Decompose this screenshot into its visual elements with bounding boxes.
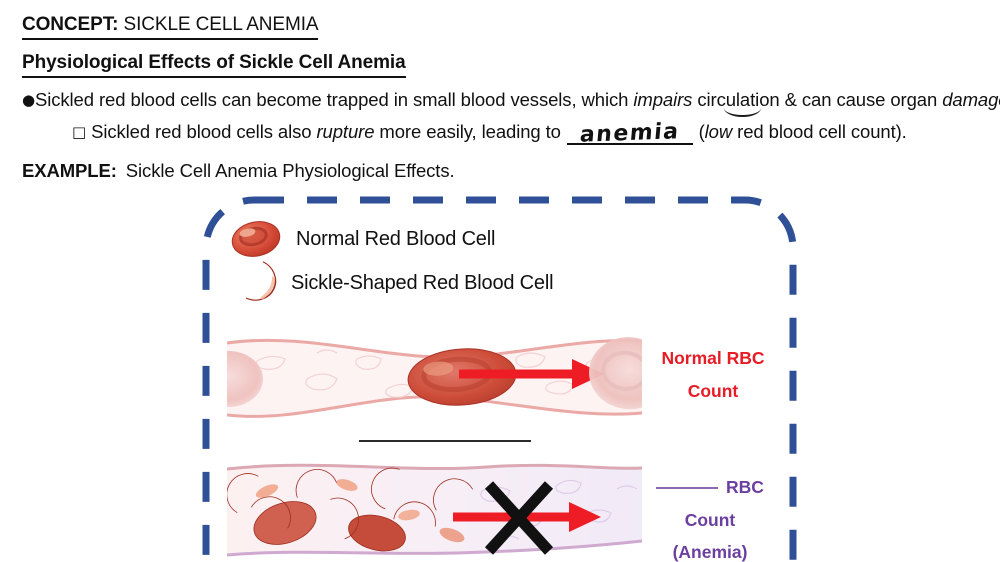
blocked-x-mark	[484, 481, 554, 555]
bullet2-text: Sickled red blood cells also	[91, 121, 317, 142]
bullet1-italic-damage: damage	[942, 89, 1000, 110]
bullet2-text2: more easily, leading to	[374, 121, 561, 142]
bullet1-text2: circ	[692, 89, 726, 110]
left-faded-cell	[227, 351, 263, 407]
bullet2-italic-rupture: rupture	[316, 121, 375, 142]
normal-rbc-icon	[231, 221, 281, 257]
bullet-impaired-circulation: ●Sickled red blood cells can become trap…	[22, 89, 1000, 117]
bullet1-italic-impairs: impairs	[633, 89, 693, 110]
legend-normal-label: Normal Red Blood Cell	[296, 228, 496, 250]
bullet2-italic-low: low	[704, 121, 733, 142]
bullet-square-marker: □	[72, 123, 87, 141]
concept-heading: CONCEPT: SICKLE CELL ANEMIA	[22, 14, 319, 40]
concept-label: CONCEPT:	[22, 14, 119, 35]
bullet-dot-marker: ●	[22, 91, 35, 109]
legend-sickle-label: Sickle-Shaped Red Blood Cell	[291, 272, 554, 294]
bullet1-curved-underline: ulati	[723, 89, 762, 117]
rbc-count-blank	[656, 486, 719, 489]
concept-title: SICKLE CELL ANEMIA	[123, 14, 319, 35]
example-label: EXAMPLE:	[22, 160, 117, 181]
answer-blank-line	[359, 440, 531, 442]
anemia-count-line1: RBC	[640, 471, 780, 504]
sickle-rbc-icon	[245, 261, 277, 301]
anemia-count-line2: Count	[684, 509, 736, 530]
bullet-rupture-anemia: □Sickled red blood cells also rupture mo…	[72, 119, 907, 148]
anemia-rbc-count-label: RBC Count (Anemia)	[640, 471, 780, 562]
example-text: Sickle Cell Anemia Physiological Effects…	[125, 160, 455, 181]
sickled-vessel-illustration	[227, 461, 642, 557]
normal-vessel-illustration	[227, 337, 642, 418]
example-heading: EXAMPLE: Sickle Cell Anemia Physiological…	[22, 160, 455, 182]
section-subtitle: Physiological Effects of Sickle Cell Ane…	[22, 52, 406, 78]
right-faded-cell	[589, 337, 642, 410]
normal-count-line1: Normal RBC	[661, 348, 765, 368]
bullet1-text3: on & can cause organ	[759, 89, 943, 110]
flow-arrow	[459, 359, 604, 389]
normal-count-line2: Count	[687, 381, 739, 401]
normal-rbc-count-label: Normal RBC Count	[648, 342, 778, 408]
anemia-count-line3: (Anemia)	[672, 542, 748, 562]
sickle-cell-cluster	[227, 461, 474, 552]
bullet2-paren: (	[698, 121, 705, 142]
handwritten-answer: anemia	[578, 119, 681, 148]
fill-in-blank: anemia	[566, 119, 693, 148]
bullet2-text4: red blood cell count).	[732, 121, 907, 142]
bullet1-text: Sickled red blood cells can become trapp…	[35, 89, 634, 110]
